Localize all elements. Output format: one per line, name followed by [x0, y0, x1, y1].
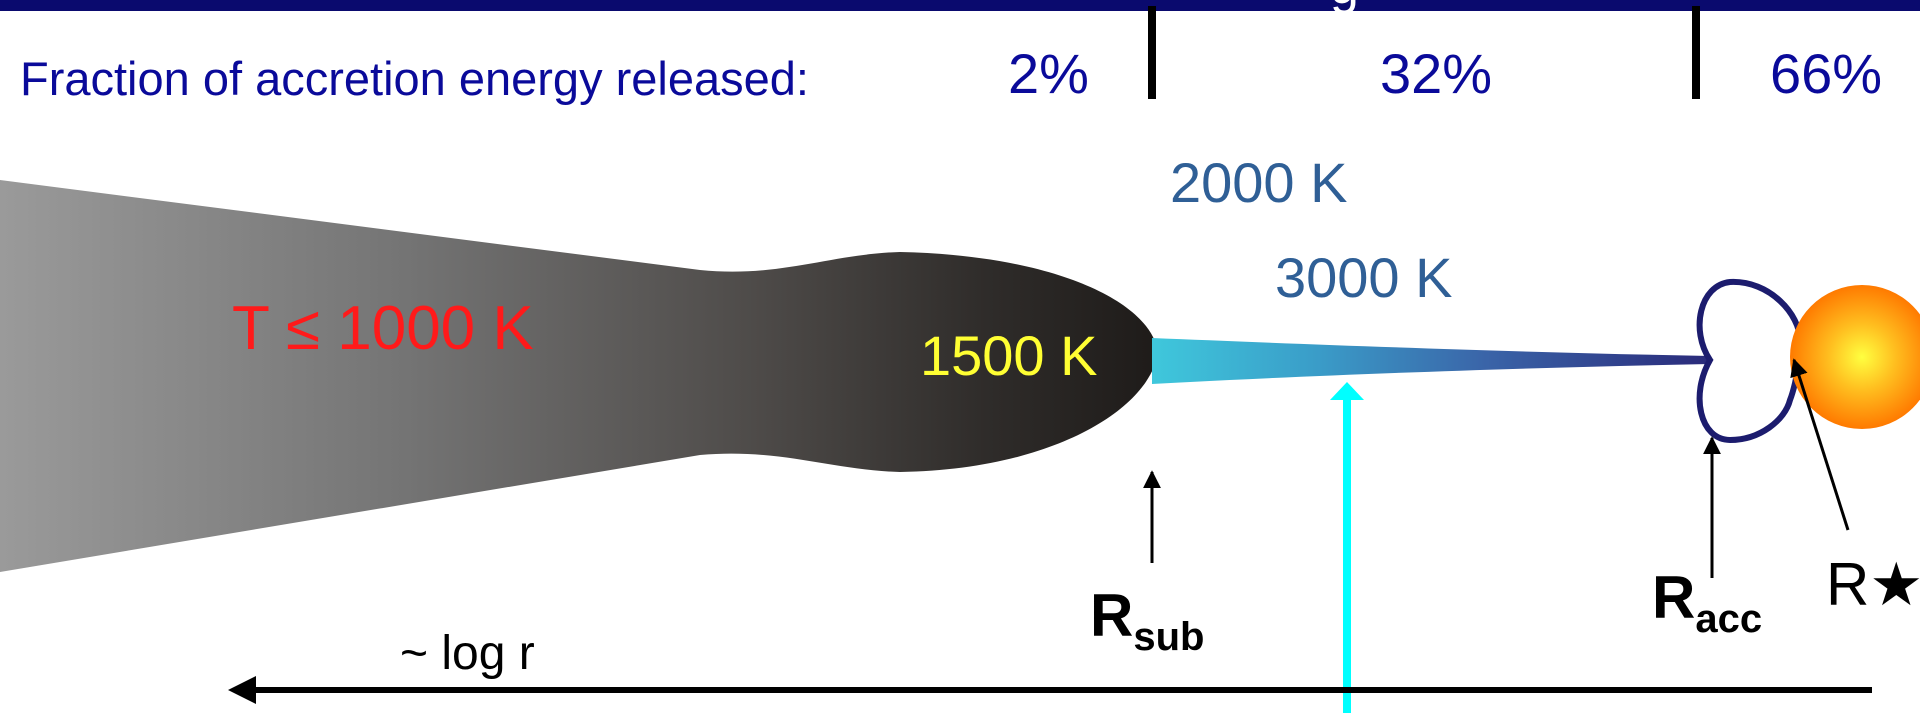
rstar-arrow — [1790, 358, 1850, 531]
temp-3000-label: 3000 K — [1275, 246, 1453, 309]
log-r-axis-head — [228, 676, 256, 704]
fraction-label: Fraction of accretion energy released: — [20, 52, 809, 105]
temp-outer-disk-label: T ≤ 1000 K — [232, 294, 534, 363]
r-sub-label: Rsub — [1090, 582, 1205, 659]
partial-title: g — [1330, 0, 1359, 12]
dusty-disk — [0, 180, 1158, 572]
r-acc-label: Racc — [1652, 564, 1763, 641]
fraction-divider-1 — [1148, 6, 1156, 99]
highlight-arrow-head — [1330, 382, 1364, 400]
star — [1790, 285, 1920, 429]
fraction-inner: 2% — [1008, 42, 1089, 105]
fraction-middle: 32% — [1380, 42, 1493, 105]
temp-rim-label: 1500 K — [920, 324, 1098, 387]
fraction-outer: 66% — [1770, 42, 1883, 105]
header-band — [0, 0, 1920, 11]
log-r-label: ~ log r — [400, 627, 535, 680]
temp-2000-label: 2000 K — [1170, 151, 1348, 214]
gas-disk — [1152, 338, 1710, 384]
fraction-divider-2 — [1692, 6, 1700, 99]
magnetosphere-loop — [1696, 278, 1804, 444]
r-star-label: R★ — [1826, 551, 1920, 618]
